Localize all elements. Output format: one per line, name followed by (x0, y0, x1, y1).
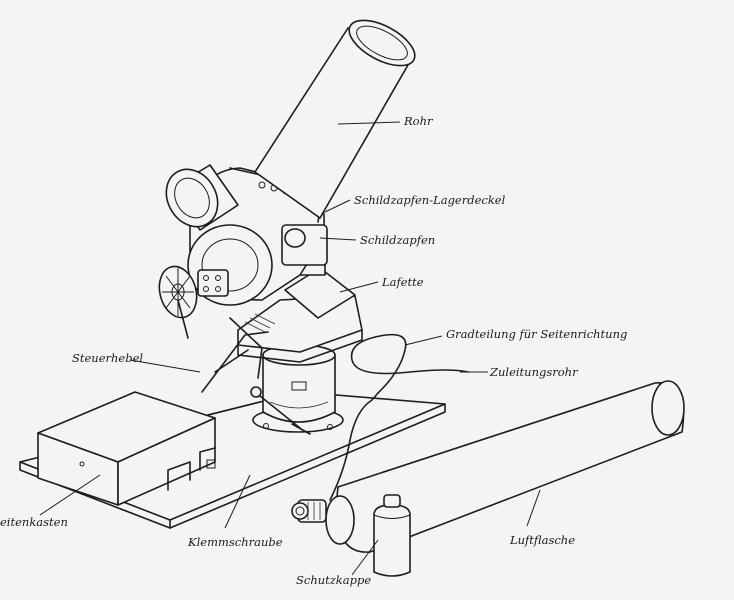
side-box (37, 391, 216, 506)
air-bottle (291, 380, 685, 553)
protective-cap (373, 494, 411, 577)
handwheel (158, 265, 229, 339)
pedestal (252, 344, 344, 433)
label-klemmschraube: Klemmschraube (187, 535, 283, 549)
sight-cylinder (165, 164, 239, 231)
leader-lines (39, 121, 541, 576)
label-lafette: Lafette (381, 275, 424, 289)
label-rohr: Rohr (403, 114, 434, 128)
label-seitenkasten: eitenkasten (0, 515, 68, 529)
feed-pipe (329, 333, 469, 501)
clamp-screw (250, 386, 311, 435)
trunnion (281, 204, 328, 266)
barrel (254, 19, 416, 219)
label-schildzapfen: Schildzapfen (360, 233, 435, 247)
label-schildzapfen-lagerdeckel: Schildzapfen-Lagerdeckel (354, 193, 506, 207)
label-zuleitungsrohr: Zuleitungsrohr (489, 365, 579, 379)
control-lever (201, 317, 269, 393)
label-luftflasche: Luftflasche (509, 533, 575, 547)
label-gradteilung: Gradteilung für Seitenrichtung (446, 327, 627, 341)
label-schutzkappe: Schutzkappe (296, 573, 371, 587)
labels: Rohr Schildzapfen-Lagerdeckel Schildzapf… (0, 114, 627, 587)
label-steuerhebel: Steuerhebel (72, 351, 143, 365)
